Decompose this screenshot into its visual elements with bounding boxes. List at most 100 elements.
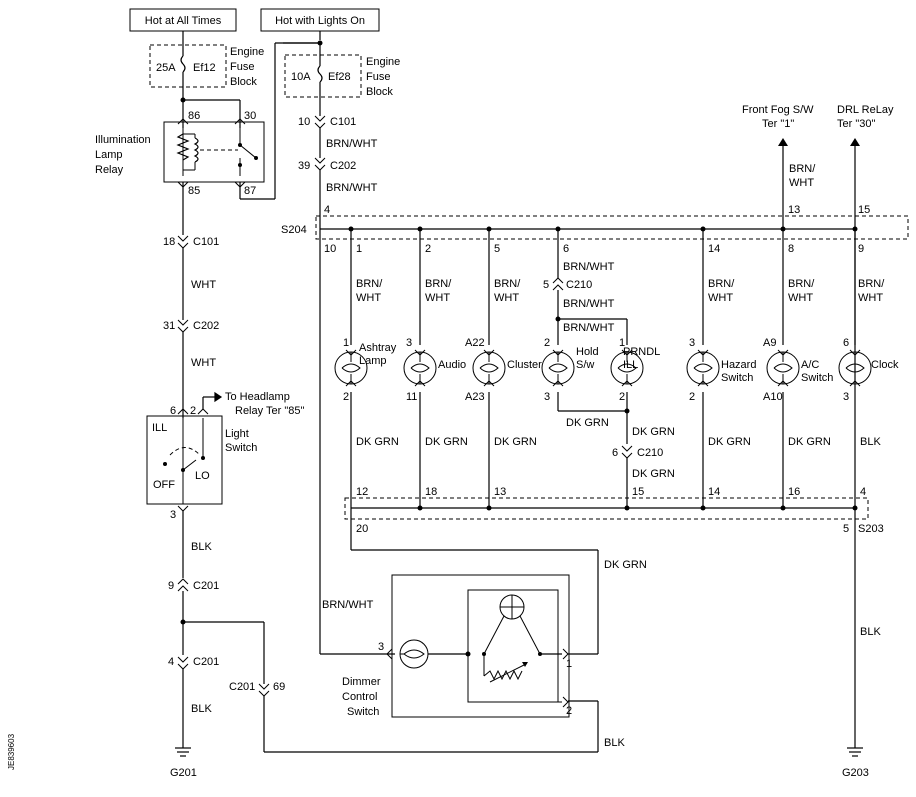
relay-pin-87: 87: [244, 185, 256, 197]
wire-wht-2: WHT: [191, 357, 216, 369]
lamp-pin-top: 2: [544, 337, 550, 349]
dimmer-pin-3: 3: [378, 641, 384, 653]
dkgrn-8: DK GRN: [632, 468, 675, 480]
relay-pin-30: 30: [244, 110, 256, 122]
s204-bottom-10: 10: [324, 243, 336, 255]
dkgrn-7: DK GRN: [788, 436, 831, 448]
lamp-name-line: Cluster: [507, 359, 542, 371]
fuse-ef28-block-3: Block: [366, 86, 393, 98]
wire-wht-1: WHT: [191, 279, 216, 291]
lamp-pin-top: 3: [689, 337, 695, 349]
c201-a-name: C201: [193, 580, 219, 592]
c210-bottom-pin: 6: [612, 447, 618, 459]
s203-bottom-20: 20: [356, 523, 368, 535]
wire-blk-2: BLK: [191, 703, 212, 715]
front-fog-line-2: Ter "1": [762, 118, 794, 130]
dimmer-name-1: Dimmer: [342, 676, 381, 688]
fuse-ef12-id: Ef12: [193, 62, 216, 74]
lamp-pin-bottom: 2: [619, 391, 625, 403]
light-switch-pin-2: 2: [190, 405, 196, 417]
c210-top-name: C210: [566, 279, 592, 291]
ground-g203: G203: [842, 767, 869, 779]
lamp-name-line: Audio: [438, 359, 466, 371]
left-ground-wire: BLK 9 C201 4 C201 BLK G201 C201 69 BLK: [168, 511, 625, 779]
lamp-name-line: Hold: [576, 346, 599, 358]
lamp-name-line: Switch: [721, 372, 753, 384]
s204-bottom-1: 1: [356, 243, 362, 255]
s203-top-16: 16: [788, 486, 800, 498]
fuse-ef12: 25A Ef12 Engine Fuse Block: [149, 31, 264, 103]
dimmer-control-switch: BRN/WHT 3 1 2 Dimmer Control Switch: [320, 574, 598, 718]
s203-top-13: 13: [494, 486, 506, 498]
dimmer-name-3: Switch: [347, 706, 379, 718]
lamp-pin-bottom: 2: [343, 391, 349, 403]
s204-bottom-14: 14: [708, 243, 720, 255]
fuse-ef28-rating: 10A: [291, 71, 311, 83]
c201-c-pin: 69: [273, 681, 285, 693]
lamp-filament: [479, 363, 499, 373]
wire-brn-wht-2: BRN/WHT: [326, 182, 378, 194]
c201-a-pin: 9: [168, 580, 174, 592]
lamp-pin-bottom: 2: [689, 391, 695, 403]
dkgrn-1: DK GRN: [356, 436, 399, 448]
lamp-pin-top: 1: [343, 337, 349, 349]
source-hot-at-all-times-label: Hot at All Times: [145, 15, 222, 27]
lamp-name-line: Lamp: [359, 355, 387, 367]
headlamp-line-1: To Headlamp: [225, 391, 290, 403]
branch-3-wire-2: WHT: [494, 292, 519, 304]
c202-left-name: C202: [193, 320, 219, 332]
source-hot-with-lights-on-label: Hot with Lights On: [275, 15, 365, 27]
branch-2-wire-2: WHT: [425, 292, 450, 304]
dimmer-pin-1: 1: [566, 658, 572, 670]
relay-pin-85: 85: [188, 185, 200, 197]
fuse-ef12-block-2: Fuse: [230, 61, 254, 73]
light-switch-name-2: Switch: [225, 442, 257, 454]
lamp-name-line: S/w: [576, 359, 594, 371]
branch-4-wire-top: BRN/WHT: [563, 261, 615, 273]
s204-top-15: 15: [858, 204, 870, 216]
blk-clock: BLK: [860, 436, 881, 448]
dkgrn-dimmer: DK GRN: [604, 559, 647, 571]
s204-top-13: 13: [788, 204, 800, 216]
wire-brn-wht-1: BRN/WHT: [326, 138, 378, 150]
relay-label-2: Lamp: [95, 149, 123, 161]
fuse-ef12-block-1: Engine: [230, 46, 264, 58]
branch-7-wire-2: WHT: [788, 292, 813, 304]
dkgrn-6: DK GRN: [708, 436, 751, 448]
branch-6-wire-2: WHT: [708, 292, 733, 304]
lamp-name-line: A/C: [801, 359, 819, 371]
front-fog-output: Front Fog S/W Ter "1" BRN/ WHT: [742, 104, 816, 229]
splice-s203: 12 18 13 15 14 16 4 20 5 S203 DK GRN BLK…: [344, 486, 884, 779]
lamp-pin-bottom: A23: [465, 391, 485, 403]
wire-blk-1: BLK: [191, 541, 212, 553]
brn-wht-dimmer: BRN/WHT: [322, 599, 374, 611]
side-code: JE839603: [7, 733, 16, 770]
light-switch-pin-6: 6: [170, 405, 176, 417]
lamp-symbols: 12AshtrayLamp311AudioA22A23Cluster23Hold…: [334, 337, 899, 403]
lamp-filament: [410, 363, 430, 373]
s204-bottom-6: 6: [563, 243, 569, 255]
source-hot-at-all-times: Hot at All Times: [129, 8, 237, 32]
dkgrn-5: DK GRN: [632, 426, 675, 438]
c101-right-pin: 10: [298, 116, 310, 128]
branch-4-wire-mid: BRN/WHT: [563, 298, 615, 310]
ground-side-wires: DK GRN DK GRN DK GRN DK GRN DK GRN DK GR…: [350, 392, 881, 508]
s204-bottom-9: 9: [858, 243, 864, 255]
light-switch-name-1: Light: [225, 428, 249, 440]
light-switch-lo: LO: [195, 470, 210, 482]
c201-b-name: C201: [193, 656, 219, 668]
fuse-ef28-block-2: Fuse: [366, 71, 390, 83]
illumination-lamp-relay: 86 30 85 87 Illumination Lamp Relay: [95, 42, 320, 200]
s203-top-18: 18: [425, 486, 437, 498]
lamp-filament: [693, 363, 713, 373]
fuse-ef28: 10A Ef28 Engine Fuse Block: [283, 31, 400, 116]
front-fog-wire-1: BRN/: [789, 163, 816, 175]
c101-right-name: C101: [330, 116, 356, 128]
